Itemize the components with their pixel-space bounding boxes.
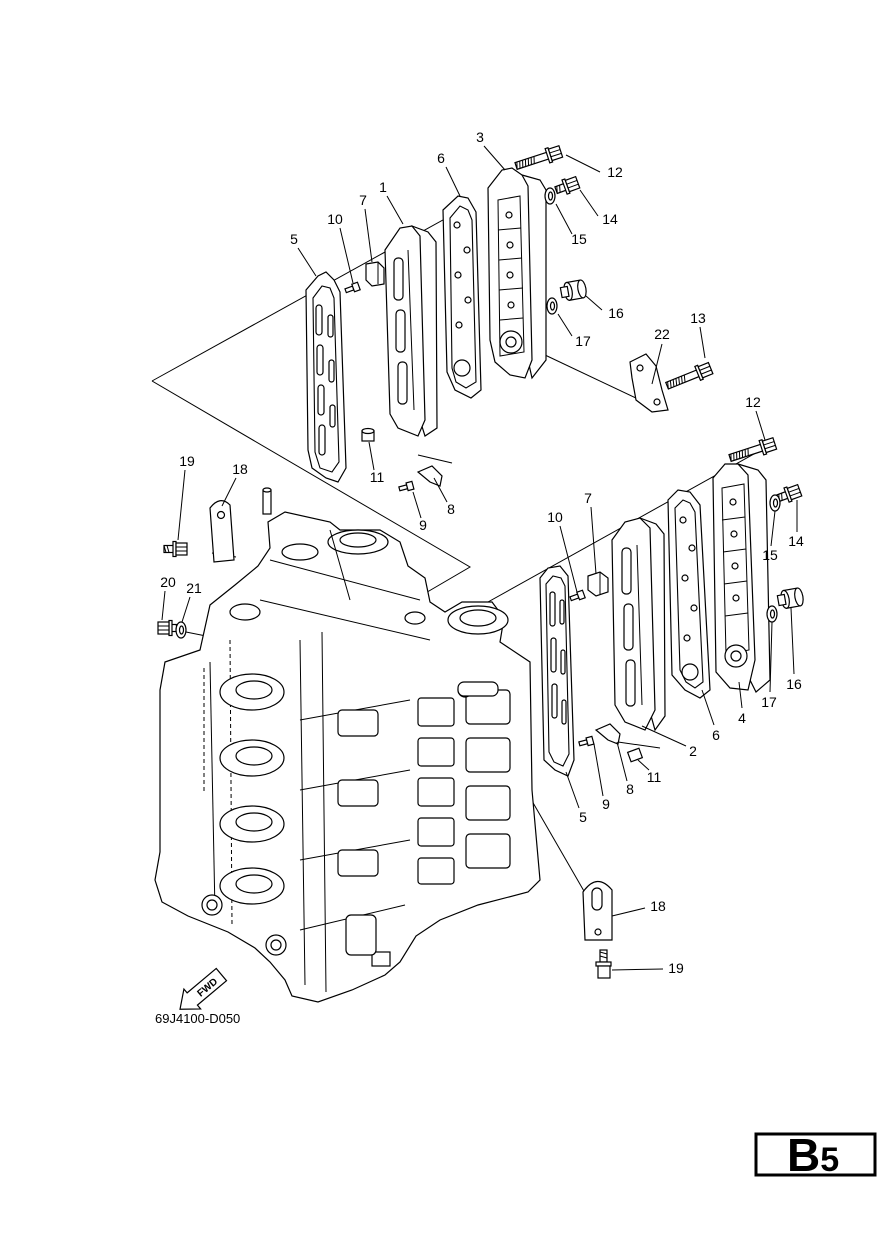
callout: 4	[738, 710, 746, 726]
leader-lines	[161, 145, 798, 971]
callout: 10	[327, 211, 343, 227]
callout: 14	[602, 211, 618, 227]
washer-17-bottom	[766, 605, 778, 623]
callout: 15	[762, 547, 778, 563]
callout: 13	[690, 310, 706, 326]
callout: 8	[447, 501, 455, 517]
callout: 14	[788, 533, 804, 549]
gasket-5-bottom	[539, 565, 575, 777]
bolt-14-top	[552, 174, 581, 198]
washer-15-top	[544, 187, 556, 205]
callout: 6	[437, 150, 445, 166]
callout: 5	[579, 809, 587, 825]
bolt-12-bottom	[727, 435, 778, 466]
engine-block	[154, 487, 541, 1003]
gasket-6-top	[442, 195, 482, 399]
callout: 12	[607, 164, 623, 180]
pin-11-top	[361, 427, 375, 442]
gasket-5-top	[305, 271, 347, 483]
block-7-top	[365, 261, 385, 287]
callout: 8	[626, 781, 634, 797]
callout: 11	[370, 469, 385, 485]
screw-9-top	[397, 480, 415, 494]
bolt-12-top	[513, 143, 564, 174]
bolt-19-bottom	[595, 949, 612, 979]
callout: 18	[650, 898, 666, 914]
screw-10-bottom	[568, 589, 586, 604]
callout: 7	[584, 490, 592, 506]
crank-bores	[219, 673, 285, 905]
plug-16-bottom	[776, 586, 806, 611]
screw-10-top	[343, 281, 361, 296]
callout: 15	[571, 231, 587, 247]
callout: 17	[575, 333, 591, 349]
washer-21	[175, 621, 187, 639]
callouts: 3 6 1 7 10 5 12 14 15 16 17 22 13 11 9 8…	[160, 129, 804, 976]
callout: 22	[654, 326, 670, 342]
cover-2	[611, 517, 666, 732]
callout: 11	[647, 769, 662, 785]
callout: 3	[476, 129, 484, 145]
clip-8-top	[416, 465, 443, 487]
callout: 17	[761, 694, 777, 710]
clip-8-bottom	[594, 723, 621, 745]
cover-3-top	[487, 167, 547, 380]
page-tab: B5	[754, 1129, 877, 1181]
callout: 20	[160, 574, 176, 590]
plate-18-bottom	[582, 880, 613, 941]
page-tab-number: 5	[820, 1141, 839, 1179]
page-tab-letter: B	[787, 1129, 820, 1181]
block-7-bottom	[587, 571, 609, 597]
callout: 1	[379, 179, 387, 195]
diagram-code: 69J4100-D050	[155, 1011, 240, 1026]
port-rows	[337, 689, 511, 885]
page-tab-label: B5	[787, 1129, 839, 1181]
gasket-6-bottom	[667, 489, 711, 699]
callout: 18	[232, 461, 248, 477]
callout: 16	[786, 676, 802, 692]
callout: 6	[712, 727, 720, 743]
callout: 10	[547, 509, 563, 525]
plug-16-top	[559, 278, 589, 303]
bracket-22	[629, 353, 669, 413]
bolt-13	[663, 360, 715, 394]
callout: 21	[186, 580, 202, 596]
callout: 19	[668, 960, 684, 976]
callout: 5	[290, 231, 298, 247]
plate-18-left	[209, 500, 235, 563]
bolt-19-left	[163, 540, 188, 558]
callout: 19	[179, 453, 195, 469]
callout: 16	[608, 305, 624, 321]
washer-15-bottom	[769, 494, 781, 512]
washer-17-top	[546, 297, 558, 315]
callout: 7	[359, 192, 367, 208]
cover-4	[712, 463, 771, 693]
callout: 9	[602, 796, 610, 812]
cover-1-top	[384, 225, 438, 437]
callout: 12	[745, 394, 761, 410]
pin-11-bottom	[626, 747, 644, 763]
screw-9-bottom	[577, 735, 595, 749]
callout: 2	[689, 743, 697, 759]
callout: 9	[419, 517, 427, 533]
